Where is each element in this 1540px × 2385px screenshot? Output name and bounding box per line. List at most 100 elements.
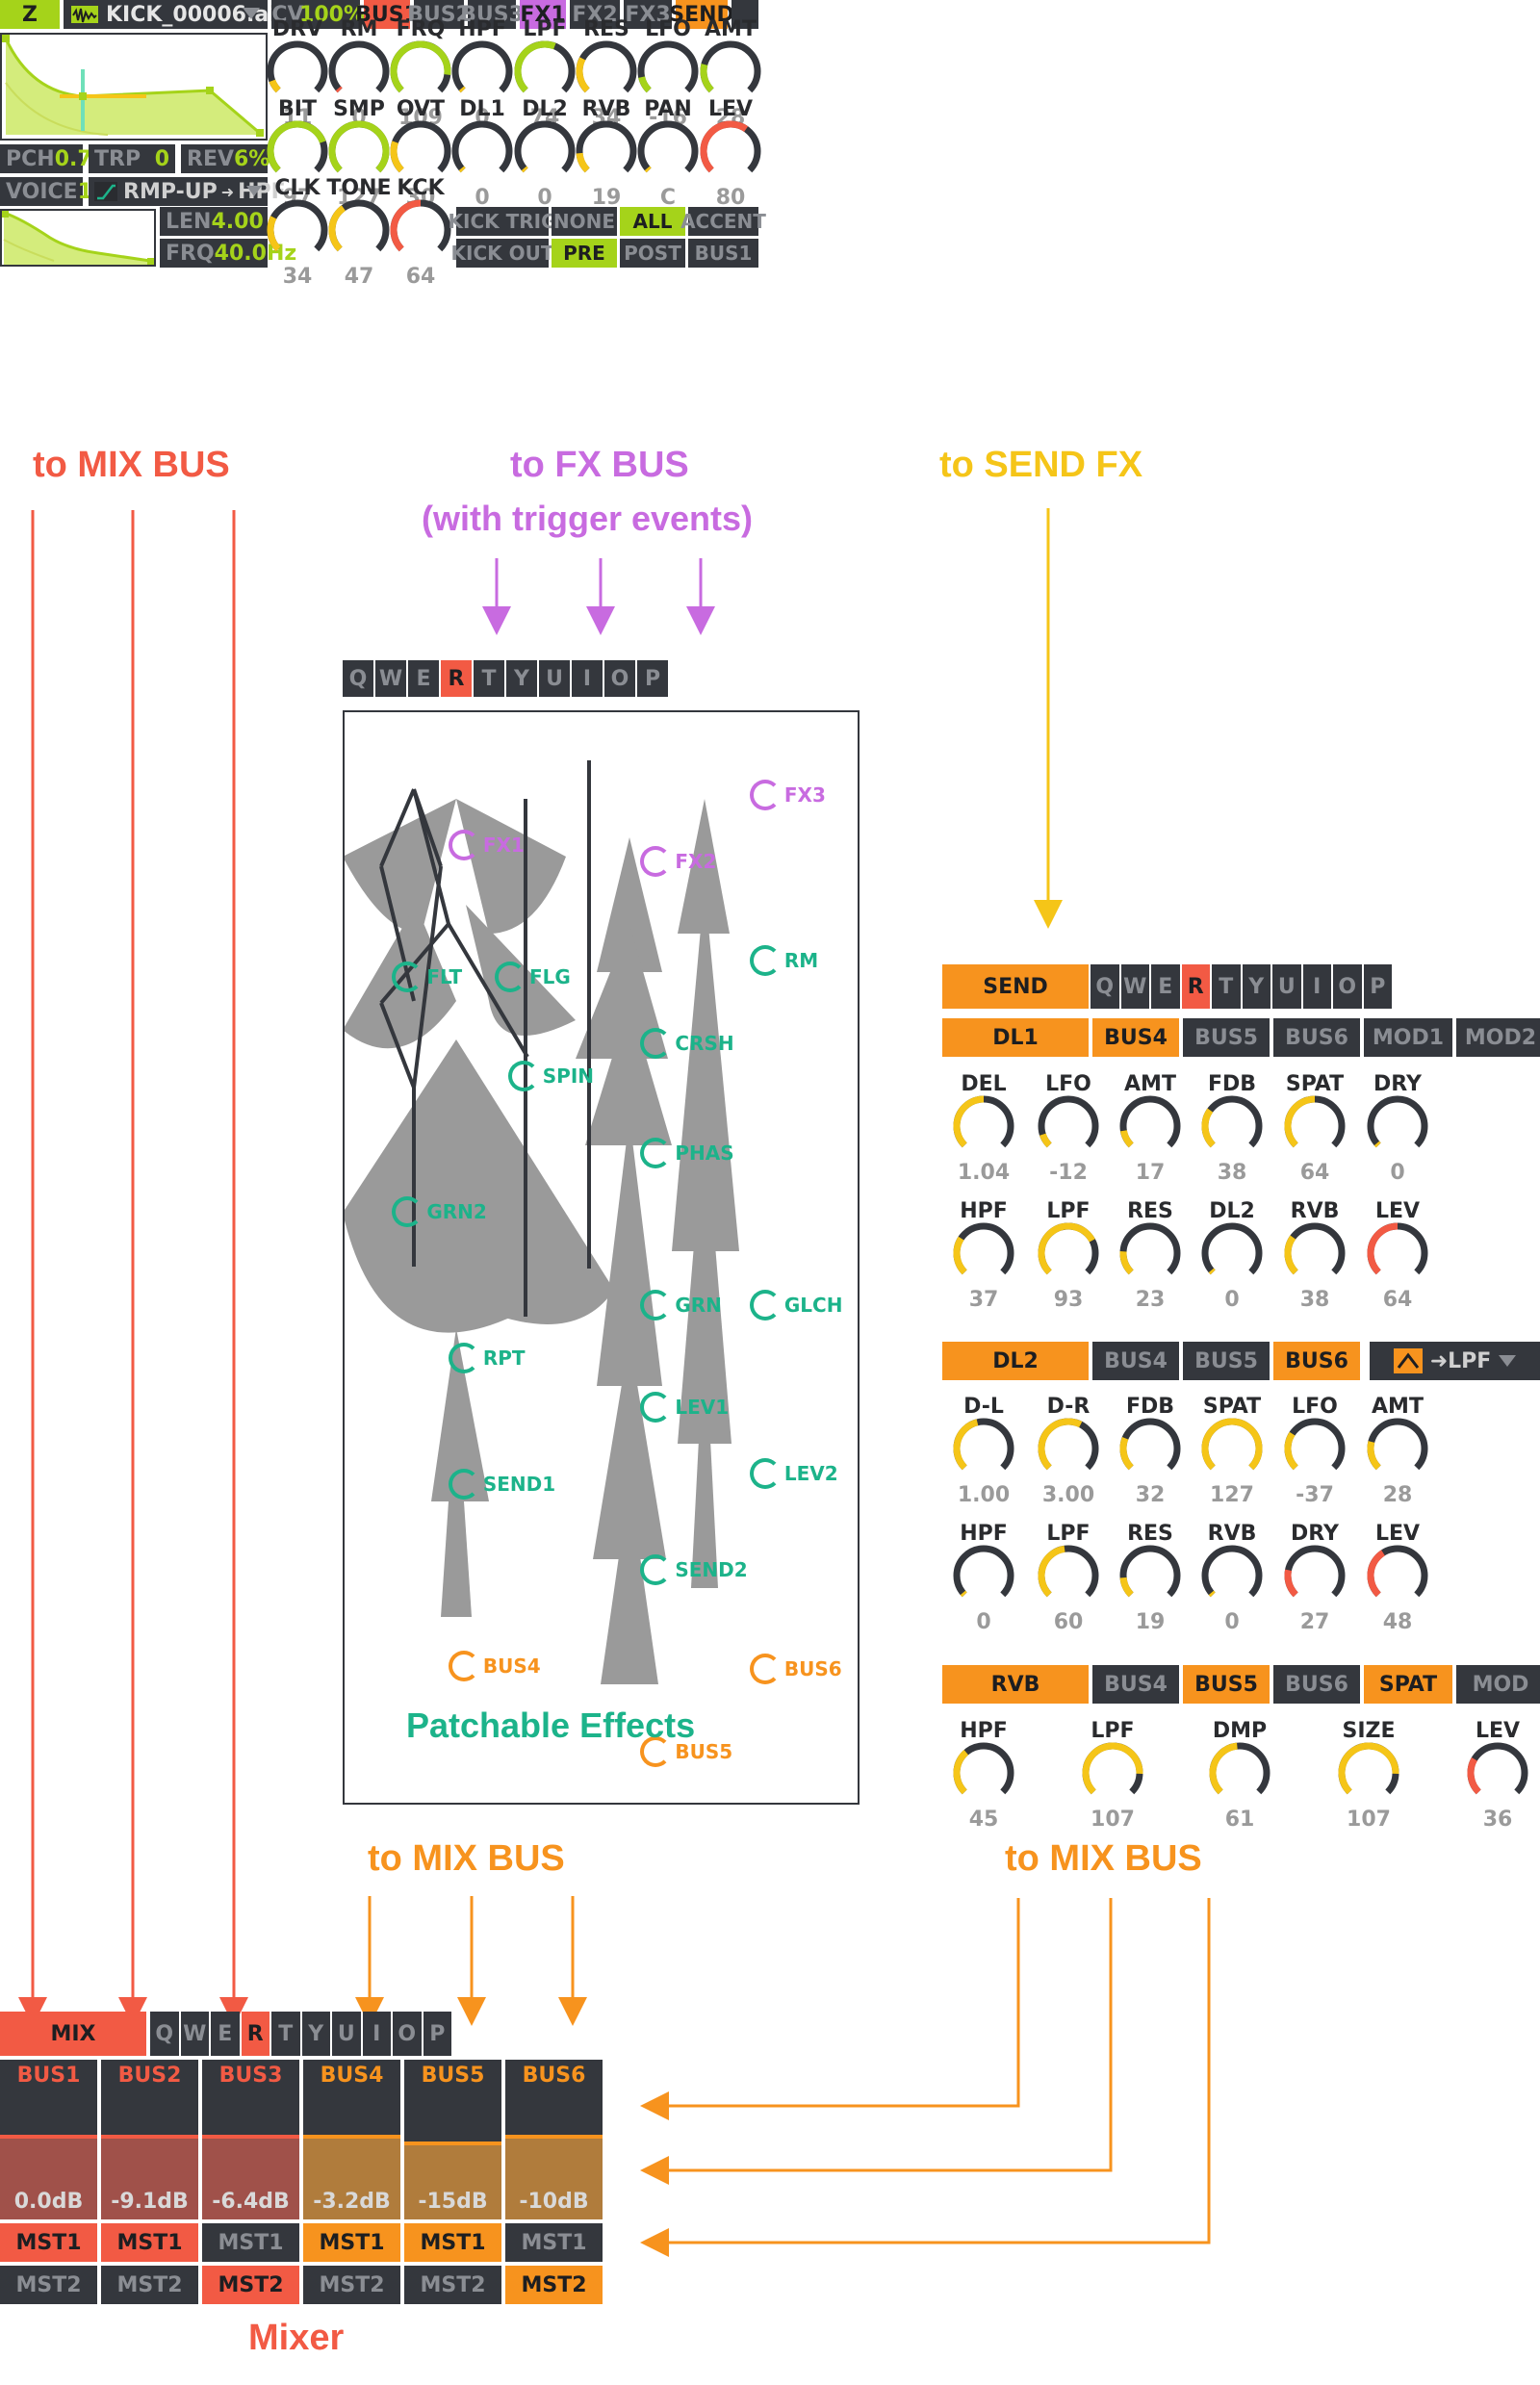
channel-bus2-mst1[interactable]: MST1 bbox=[101, 2223, 198, 2262]
envelope-display[interactable] bbox=[0, 33, 268, 141]
knob-lfo-dial[interactable] bbox=[634, 38, 702, 105]
rvb-knob-lpf-dial[interactable] bbox=[1079, 1739, 1146, 1807]
dl1-knob-hpf-dial[interactable] bbox=[950, 1219, 1017, 1287]
send-key-r[interactable]: R bbox=[1181, 964, 1210, 1009]
channel-bus3-name[interactable]: BUS3 bbox=[202, 2060, 299, 2102]
mix-key-y[interactable]: Y bbox=[301, 2012, 330, 2056]
channel-bus5-name[interactable]: BUS5 bbox=[404, 2060, 501, 2102]
channel-bus4-mst1[interactable]: MST1 bbox=[303, 2223, 400, 2262]
frq-field[interactable]: FRQ 40.0Hz bbox=[160, 239, 296, 268]
dl1-tab-mod2[interactable]: MOD2 bbox=[1456, 1018, 1540, 1057]
len-field[interactable]: LEN 4.00 bbox=[160, 207, 268, 236]
dl1-knob-rvb-dial[interactable] bbox=[1281, 1219, 1348, 1287]
send-key-p[interactable]: P bbox=[1363, 964, 1392, 1009]
chevron-down-icon[interactable] bbox=[246, 186, 262, 196]
dl1-knob-lfo-dial[interactable] bbox=[1035, 1092, 1102, 1160]
mix-key-i[interactable]: I bbox=[362, 2012, 391, 2056]
fx-node-fx2[interactable] bbox=[640, 845, 672, 877]
mix-key-q[interactable]: Q bbox=[150, 2012, 179, 2056]
mix-key-r[interactable]: R bbox=[241, 2012, 270, 2056]
fx-node-flg[interactable] bbox=[495, 962, 526, 993]
knob-hpf-dial[interactable] bbox=[449, 38, 516, 105]
rvb-tab-bus6[interactable]: BUS6 bbox=[1273, 1665, 1360, 1704]
trig-none-button[interactable]: NONE bbox=[552, 207, 617, 236]
dl2-knob-lfo-dial[interactable] bbox=[1281, 1415, 1348, 1482]
tab-cv[interactable]: CV bbox=[271, 0, 304, 29]
mix-header[interactable]: MIX bbox=[0, 2012, 146, 2056]
trig-accent-button[interactable]: ACCENT bbox=[680, 207, 766, 236]
knob-lev-dial[interactable] bbox=[697, 117, 764, 185]
fx-node-send2[interactable] bbox=[640, 1553, 672, 1585]
tab-bus3[interactable]: BUS3 bbox=[460, 0, 524, 29]
dl1-knob-lpf-dial[interactable] bbox=[1035, 1219, 1102, 1287]
dl1-tab-mod1[interactable]: MOD1 bbox=[1364, 1018, 1452, 1057]
mix-key-o[interactable]: O bbox=[393, 2012, 422, 2056]
knob-pan-dial[interactable] bbox=[634, 117, 702, 185]
chevron-down-icon[interactable] bbox=[243, 8, 260, 19]
tab-bus1[interactable]: BUS1 bbox=[355, 0, 419, 29]
channel-bus3-mst1[interactable]: MST1 bbox=[202, 2223, 299, 2262]
knob-kck-dial[interactable] bbox=[387, 196, 454, 264]
mix-key-t[interactable]: T bbox=[271, 2012, 300, 2056]
send-key-q[interactable]: Q bbox=[1091, 964, 1119, 1009]
knob-tone-dial[interactable] bbox=[325, 196, 393, 264]
dl1-tab-bus4[interactable]: BUS4 bbox=[1092, 1018, 1179, 1057]
dl2-knob-d-l-dial[interactable] bbox=[950, 1415, 1017, 1482]
pch-field[interactable]: PCH 0.72 bbox=[0, 144, 107, 173]
chevron-down-icon[interactable] bbox=[1499, 1355, 1517, 1367]
channel-bus1-mst2[interactable]: MST2 bbox=[0, 2266, 97, 2304]
dl2-knob-hpf-dial[interactable] bbox=[950, 1542, 1017, 1609]
knob-res-dial[interactable] bbox=[573, 38, 640, 105]
channel-bus1-fader[interactable]: 0.0dB bbox=[0, 2102, 97, 2219]
send-key-u[interactable]: U bbox=[1272, 964, 1301, 1009]
fx-node-fx3[interactable] bbox=[749, 780, 781, 810]
send-key-w[interactable]: W bbox=[1120, 964, 1149, 1009]
channel-bus4-name[interactable]: BUS4 bbox=[303, 2060, 400, 2102]
channel-bus5-mst1[interactable]: MST1 bbox=[404, 2223, 501, 2262]
mix-key-u[interactable]: U bbox=[332, 2012, 361, 2056]
dl1-tab-dl1[interactable]: DL1 bbox=[942, 1018, 1089, 1057]
dl1-knob-dry-dial[interactable] bbox=[1364, 1092, 1431, 1160]
tab-send[interactable]: SEND bbox=[669, 0, 734, 29]
fx-node-send1[interactable] bbox=[448, 1468, 479, 1500]
fx-key-r[interactable]: R bbox=[441, 660, 472, 697]
fx-node-phas[interactable] bbox=[640, 1137, 672, 1168]
dl2-lfo-target-selector[interactable]: ➜ LPF bbox=[1370, 1342, 1540, 1380]
dl2-knob-lev-dial[interactable] bbox=[1364, 1542, 1431, 1609]
rvb-knob-dmp-dial[interactable] bbox=[1206, 1739, 1273, 1807]
fx-node-bus4[interactable] bbox=[448, 1650, 479, 1681]
dl2-knob-res-dial[interactable] bbox=[1116, 1542, 1184, 1609]
fx-key-p[interactable]: P bbox=[637, 660, 668, 697]
channel-bus2-fader[interactable]: -9.1dB bbox=[101, 2102, 198, 2219]
mix-key-w[interactable]: W bbox=[180, 2012, 209, 2056]
channel-bus4-mst2[interactable]: MST2 bbox=[303, 2266, 400, 2304]
fx-node-rpt[interactable] bbox=[448, 1342, 479, 1373]
fx-node-grn2[interactable] bbox=[392, 1196, 424, 1228]
dl2-knob-lpf-dial[interactable] bbox=[1035, 1542, 1102, 1609]
out-post-button[interactable]: POST bbox=[620, 239, 685, 268]
voice-field[interactable]: VOICE 1 bbox=[0, 177, 92, 206]
dl1-tab-bus6[interactable]: BUS6 bbox=[1273, 1018, 1360, 1057]
fx-node-lev2[interactable] bbox=[749, 1458, 781, 1490]
dl2-tab-bus6[interactable]: BUS6 bbox=[1273, 1342, 1360, 1380]
rvb-tab-spat[interactable]: SPAT bbox=[1364, 1665, 1452, 1704]
send-key-y[interactable]: Y bbox=[1242, 964, 1270, 1009]
out-bus1-button[interactable]: BUS1 bbox=[688, 239, 758, 268]
knob-drv-dial[interactable] bbox=[264, 38, 331, 105]
knob-dl2-dial[interactable] bbox=[511, 117, 578, 185]
channel-bus6-fader[interactable]: -10dB bbox=[505, 2102, 603, 2219]
fx-key-y[interactable]: Y bbox=[506, 660, 537, 697]
dl1-knob-res-dial[interactable] bbox=[1116, 1219, 1184, 1287]
tab-bus2[interactable]: BUS2 bbox=[407, 0, 471, 29]
ramp-mod-selector[interactable]: RMP-UP ➜ HPF bbox=[89, 177, 286, 206]
dl2-knob-spat-dial[interactable] bbox=[1198, 1415, 1266, 1482]
knob-smp-dial[interactable] bbox=[325, 117, 393, 185]
sample-selector[interactable]: KICK_00006.aif bbox=[64, 0, 285, 29]
fx-key-q[interactable]: Q bbox=[343, 660, 373, 697]
send-key-e[interactable]: E bbox=[1151, 964, 1180, 1009]
send-key-i[interactable]: I bbox=[1302, 964, 1331, 1009]
send-header[interactable]: SEND bbox=[942, 964, 1089, 1009]
dl2-tab-dl2[interactable]: DL2 bbox=[942, 1342, 1089, 1380]
fx-node-crsh[interactable] bbox=[640, 1028, 672, 1059]
dl2-knob-fdb-dial[interactable] bbox=[1116, 1415, 1184, 1482]
